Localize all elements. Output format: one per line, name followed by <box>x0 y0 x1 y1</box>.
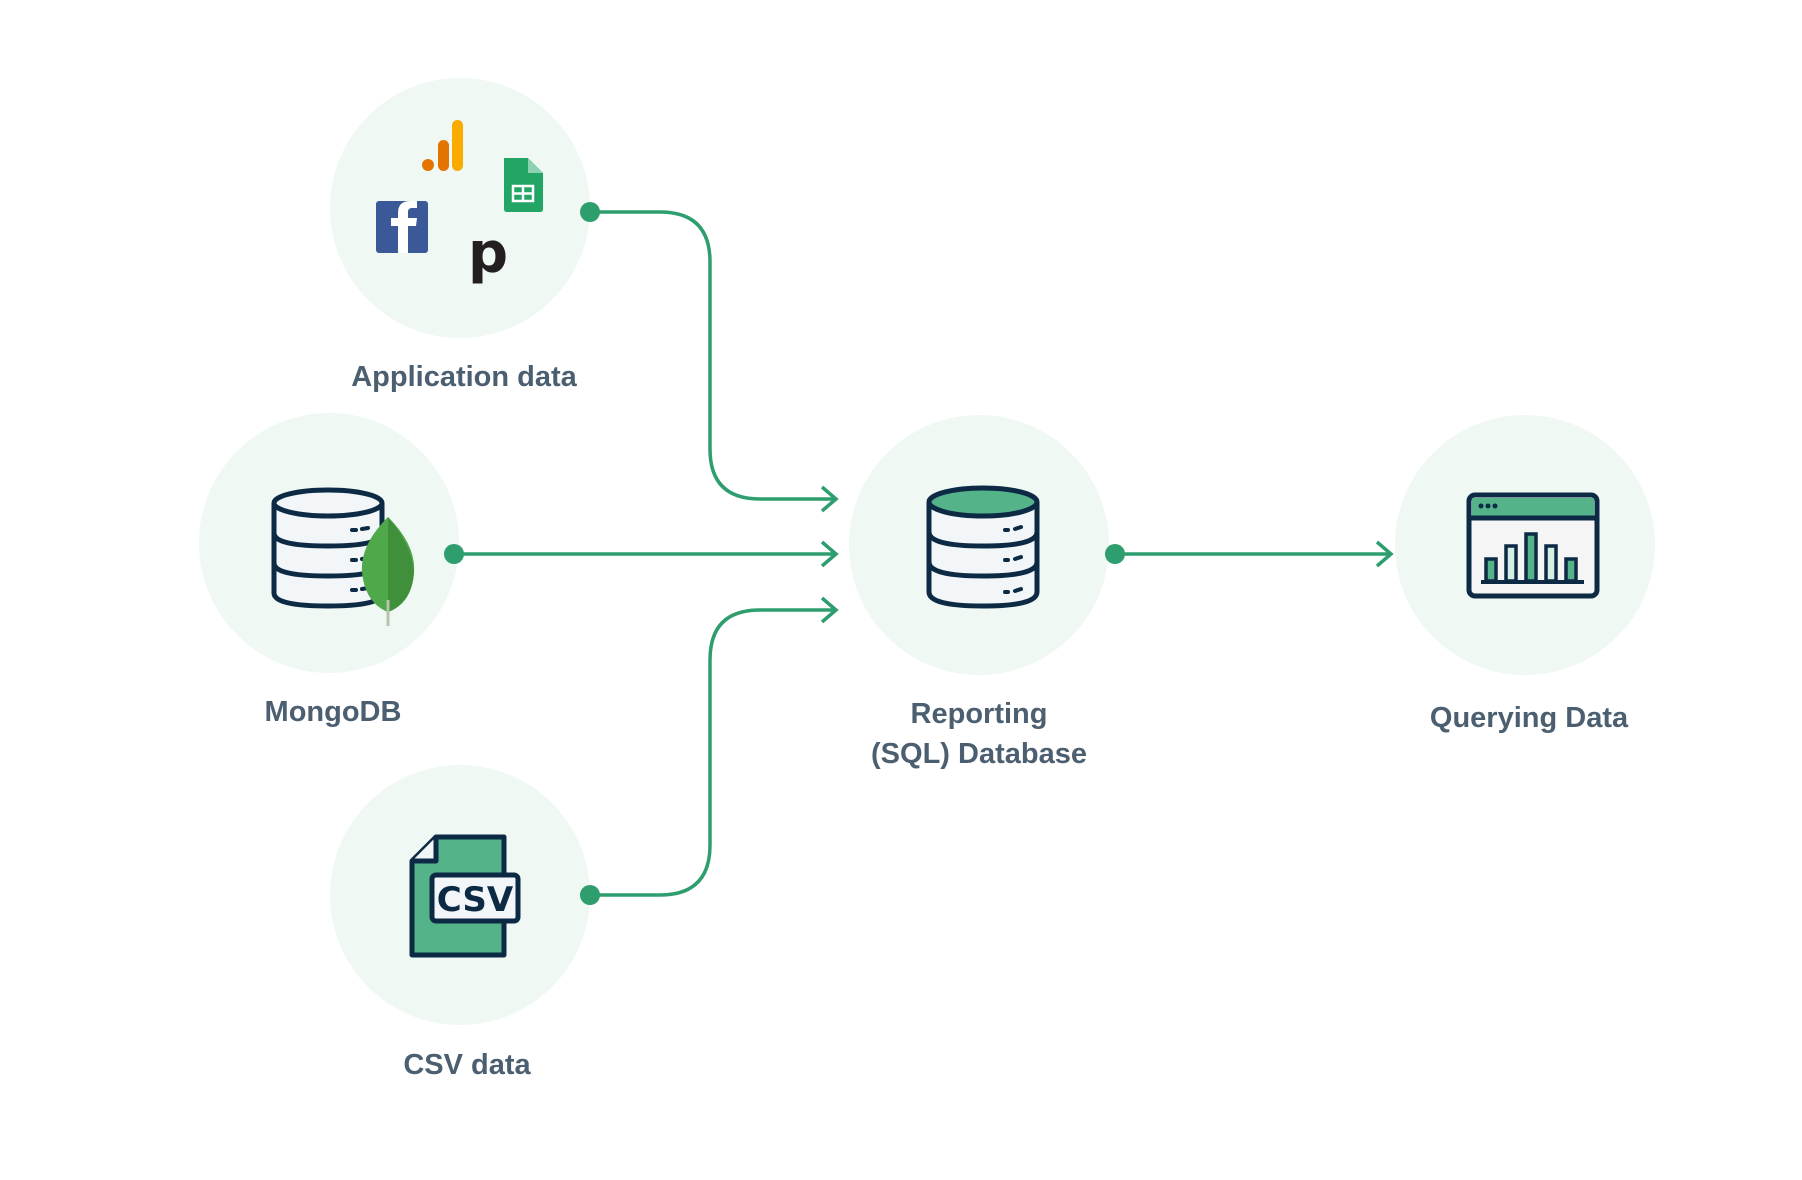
connector-dot <box>580 202 600 222</box>
arrowhead-icon <box>820 485 839 513</box>
node-mongodb: MongoDB <box>199 413 459 728</box>
node-label: Application data <box>351 361 577 393</box>
database-icon <box>926 485 1040 609</box>
pipedrive-icon: p <box>468 221 508 286</box>
node-reporting-database: Reporting (SQL) Database <box>849 415 1109 770</box>
google-sheets-icon <box>504 158 543 212</box>
node-label: CSV data <box>403 1049 531 1081</box>
connector-dot <box>444 544 464 564</box>
node-label: MongoDB <box>265 696 402 728</box>
node-csv-data: CSV CSV data <box>330 765 590 1081</box>
google-analytics-icon <box>422 120 463 171</box>
facebook-icon <box>376 201 428 253</box>
node-application-data: p Application data <box>330 78 590 393</box>
arrowhead-icon <box>820 596 839 624</box>
node-querying-data: Querying Data <box>1395 415 1655 734</box>
arrowhead-icon <box>820 540 839 568</box>
connector-dot <box>1105 544 1125 564</box>
connector-csv-to-reporting <box>590 608 835 897</box>
node-circle <box>330 78 590 338</box>
arrowhead-icon <box>1375 540 1394 568</box>
mongodb-leaf-icon <box>361 517 415 626</box>
node-label-line2: (SQL) Database <box>871 738 1087 770</box>
connector-application-to-reporting <box>590 210 835 501</box>
csv-icon-text: CSV <box>437 880 514 920</box>
csv-file-icon: CSV <box>409 834 521 958</box>
svg-text:p: p <box>468 221 508 286</box>
node-label-line1: Reporting <box>911 698 1048 730</box>
bar-chart-window-icon <box>1466 492 1600 599</box>
connector-dot <box>580 885 600 905</box>
node-label: Querying Data <box>1430 702 1629 734</box>
